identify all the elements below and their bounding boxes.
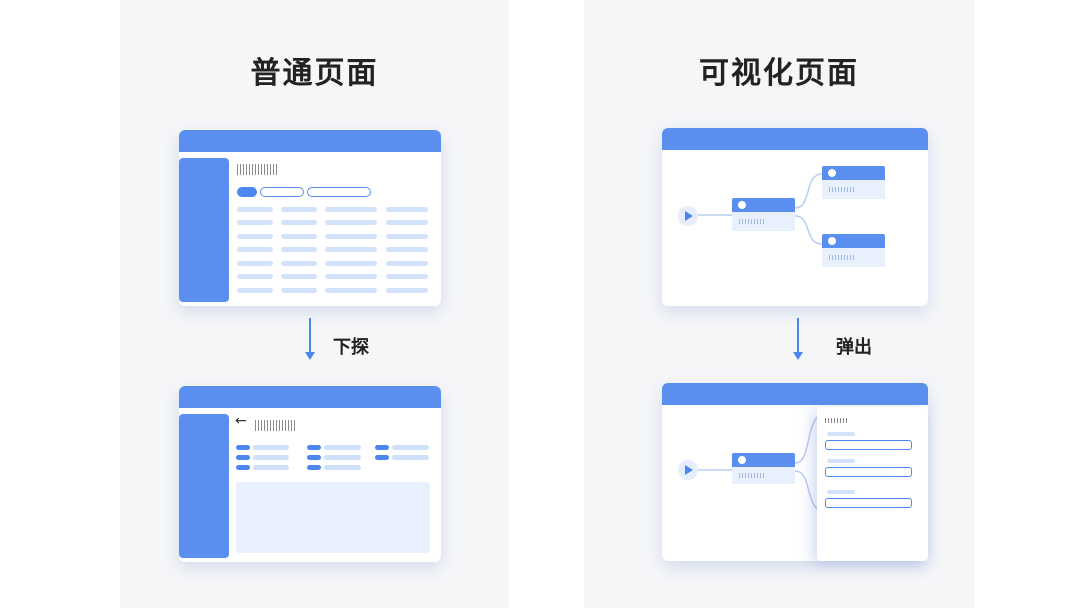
flow-popup-window	[662, 383, 928, 561]
list-title-placeholder	[237, 164, 279, 175]
window-header	[662, 383, 928, 405]
popup-label: 弹出	[836, 337, 872, 358]
detail-title-placeholder	[255, 420, 295, 431]
drilldown-label: 下探	[333, 337, 369, 358]
popup-input-1[interactable]	[825, 440, 912, 450]
field-label	[827, 459, 855, 463]
flow-node-lower[interactable]	[822, 234, 885, 267]
field-label	[827, 490, 855, 494]
normal-page-title: 普通页面	[250, 56, 379, 91]
flow-connectors	[698, 173, 823, 245]
field-label	[827, 432, 855, 436]
tab-3[interactable]	[307, 187, 371, 197]
window-header	[179, 386, 441, 408]
popup-input-2[interactable]	[825, 467, 912, 477]
window-header	[179, 130, 441, 152]
visual-page-title: 可视化页面	[699, 56, 859, 91]
play-icon[interactable]	[678, 460, 698, 480]
detail-page-window: ←	[179, 386, 441, 562]
visual-page-panel: 可视化页面 弹出	[584, 0, 974, 608]
tab-active[interactable]	[237, 187, 257, 197]
normal-page-panel: 普通页面	[120, 0, 509, 608]
back-arrow-icon[interactable]: ←	[235, 413, 247, 429]
flow-node-upper[interactable]	[822, 166, 885, 199]
popup-panel[interactable]	[817, 407, 928, 561]
detail-content-area	[236, 482, 430, 553]
popup-arrow	[793, 318, 803, 360]
list-page-window	[179, 130, 441, 306]
popup-input-3[interactable]	[825, 498, 912, 508]
flow-node-start[interactable]	[732, 453, 795, 484]
sidebar	[179, 414, 229, 558]
tab-2[interactable]	[260, 187, 304, 197]
sidebar	[179, 158, 229, 302]
drilldown-arrow	[305, 318, 315, 360]
popup-title-placeholder	[825, 418, 847, 423]
flow-page-window	[662, 128, 928, 306]
flow-node-start[interactable]	[732, 198, 795, 231]
window-header	[662, 128, 928, 150]
play-icon[interactable]	[678, 206, 698, 226]
